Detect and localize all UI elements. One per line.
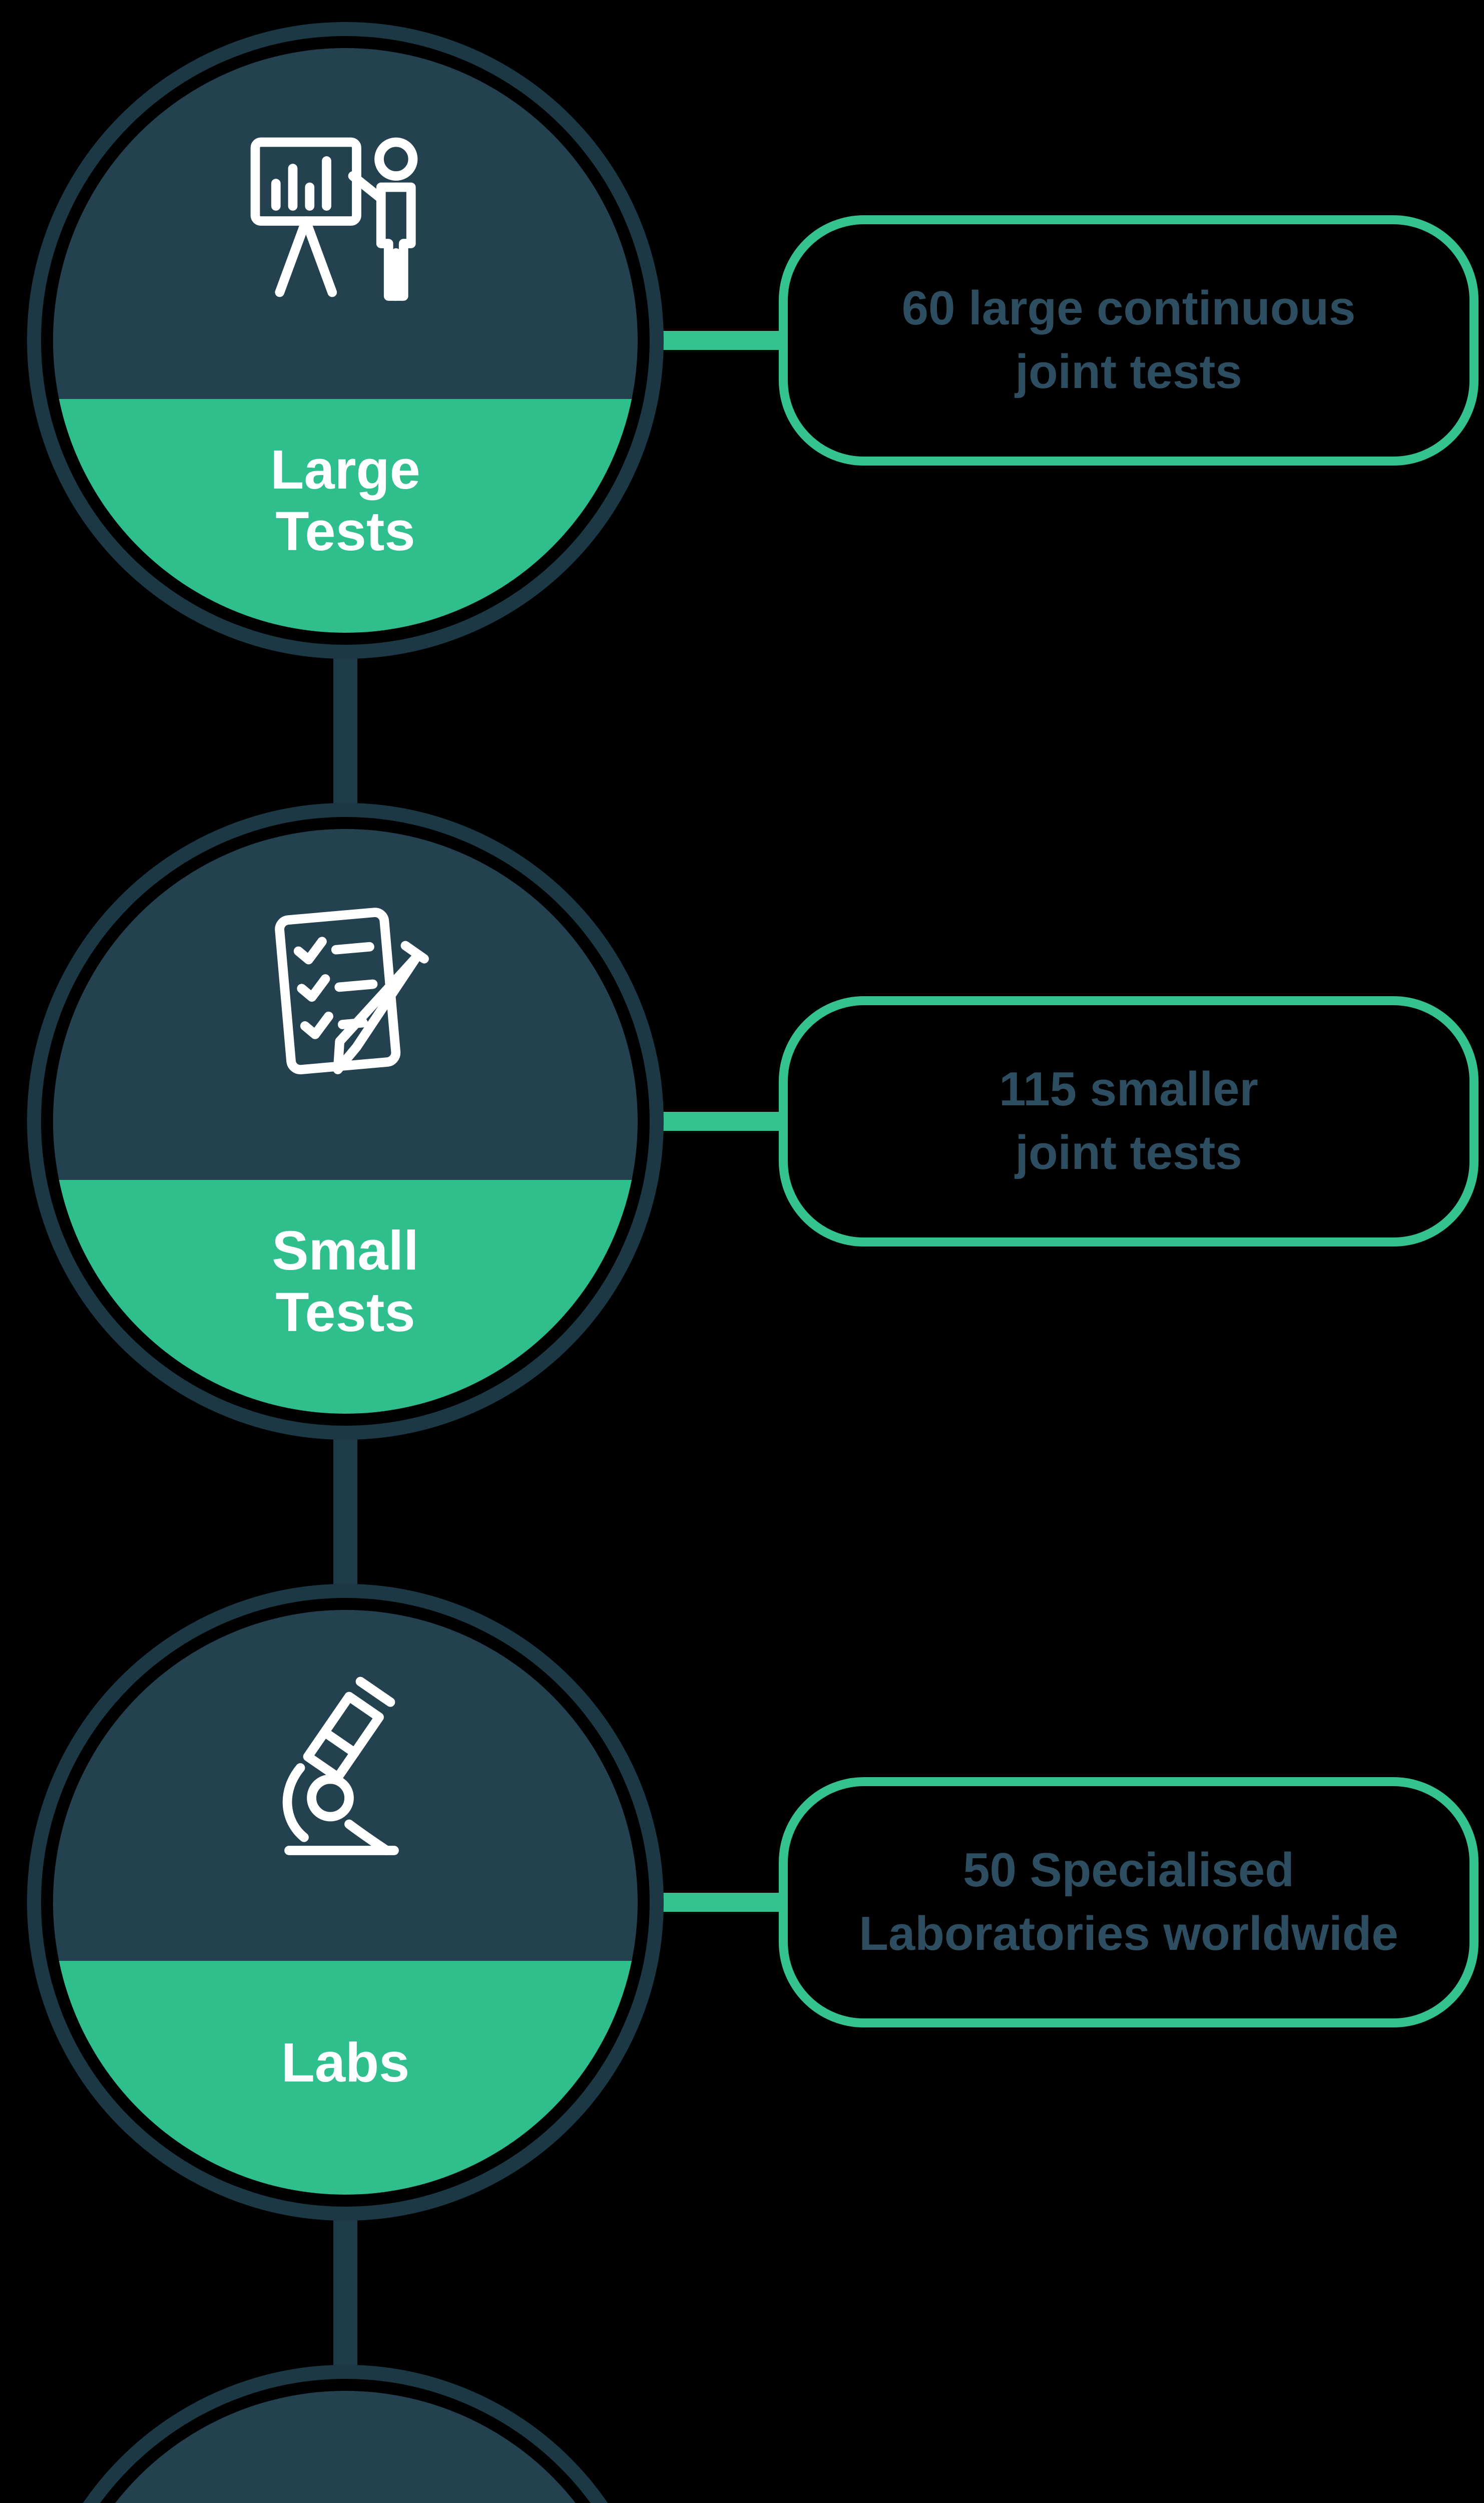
stat-box-small-tests: 115 smaller joint tests [779,996,1478,1246]
node-products: Products [27,2365,664,2503]
stat-number: 50 [963,1843,1017,1897]
conveyor-icon [233,2455,458,2503]
checklist-icon [233,893,458,1118]
node-circle: Products [53,2391,638,2503]
stat-rest: large continuous [968,281,1356,335]
connector-line [641,331,801,350]
node-circle: Small Tests [53,829,638,1414]
microscope-icon [233,1674,458,1899]
node-label-line1: Small [272,1220,419,1282]
infographic-row-labs: Labs 50 Specialised Laboratories worldwi… [0,1512,1484,2293]
stat-text: 50 Specialised Laboratories worldwide [859,1839,1398,1965]
infographic-row-products: Products 5000 products tested annually [0,2293,1484,2503]
node-small-tests: Small Tests [27,803,664,1440]
node-label: Large Tests [53,399,638,633]
node-circle: Large Tests [53,48,638,633]
connector-line [641,1112,801,1131]
node-label-line1: Labs [281,2031,410,2094]
stat-rest: Specialised [1030,1843,1294,1897]
node-label: Labs [53,1961,638,2195]
stat-box-labs: 50 Specialised Laboratories worldwide [779,1777,1478,2027]
node-circle: Labs [53,1610,638,2195]
stat-box-large-tests: 60 large continuous joint tests [779,215,1478,466]
node-large-tests: Large Tests [27,22,664,659]
stat-text: 115 smaller joint tests [999,1058,1258,1184]
node-labs: Labs [27,1584,664,2221]
stat-line2: Laboratories worldwide [859,1907,1398,1960]
infographic-row-small-tests: Small Tests 115 smaller joint tests [0,731,1484,1512]
presentation-icon [233,112,458,337]
infographic-row-large-tests: Large Tests 60 large continuous joint te… [0,0,1484,731]
connector-line [641,1893,801,1912]
stat-line2: joint tests [1015,1126,1242,1179]
stat-number: 60 [901,281,955,335]
stat-rest: smaller [1090,1062,1258,1116]
stat-line2: joint tests [1015,345,1242,398]
stat-number: 115 [999,1062,1077,1116]
node-label: Small Tests [53,1180,638,1414]
node-label-line2: Tests [275,501,415,563]
stat-text: 60 large continuous joint tests [902,277,1356,403]
node-label-line1: Large [270,439,420,501]
node-label-line2: Tests [275,1282,415,1344]
